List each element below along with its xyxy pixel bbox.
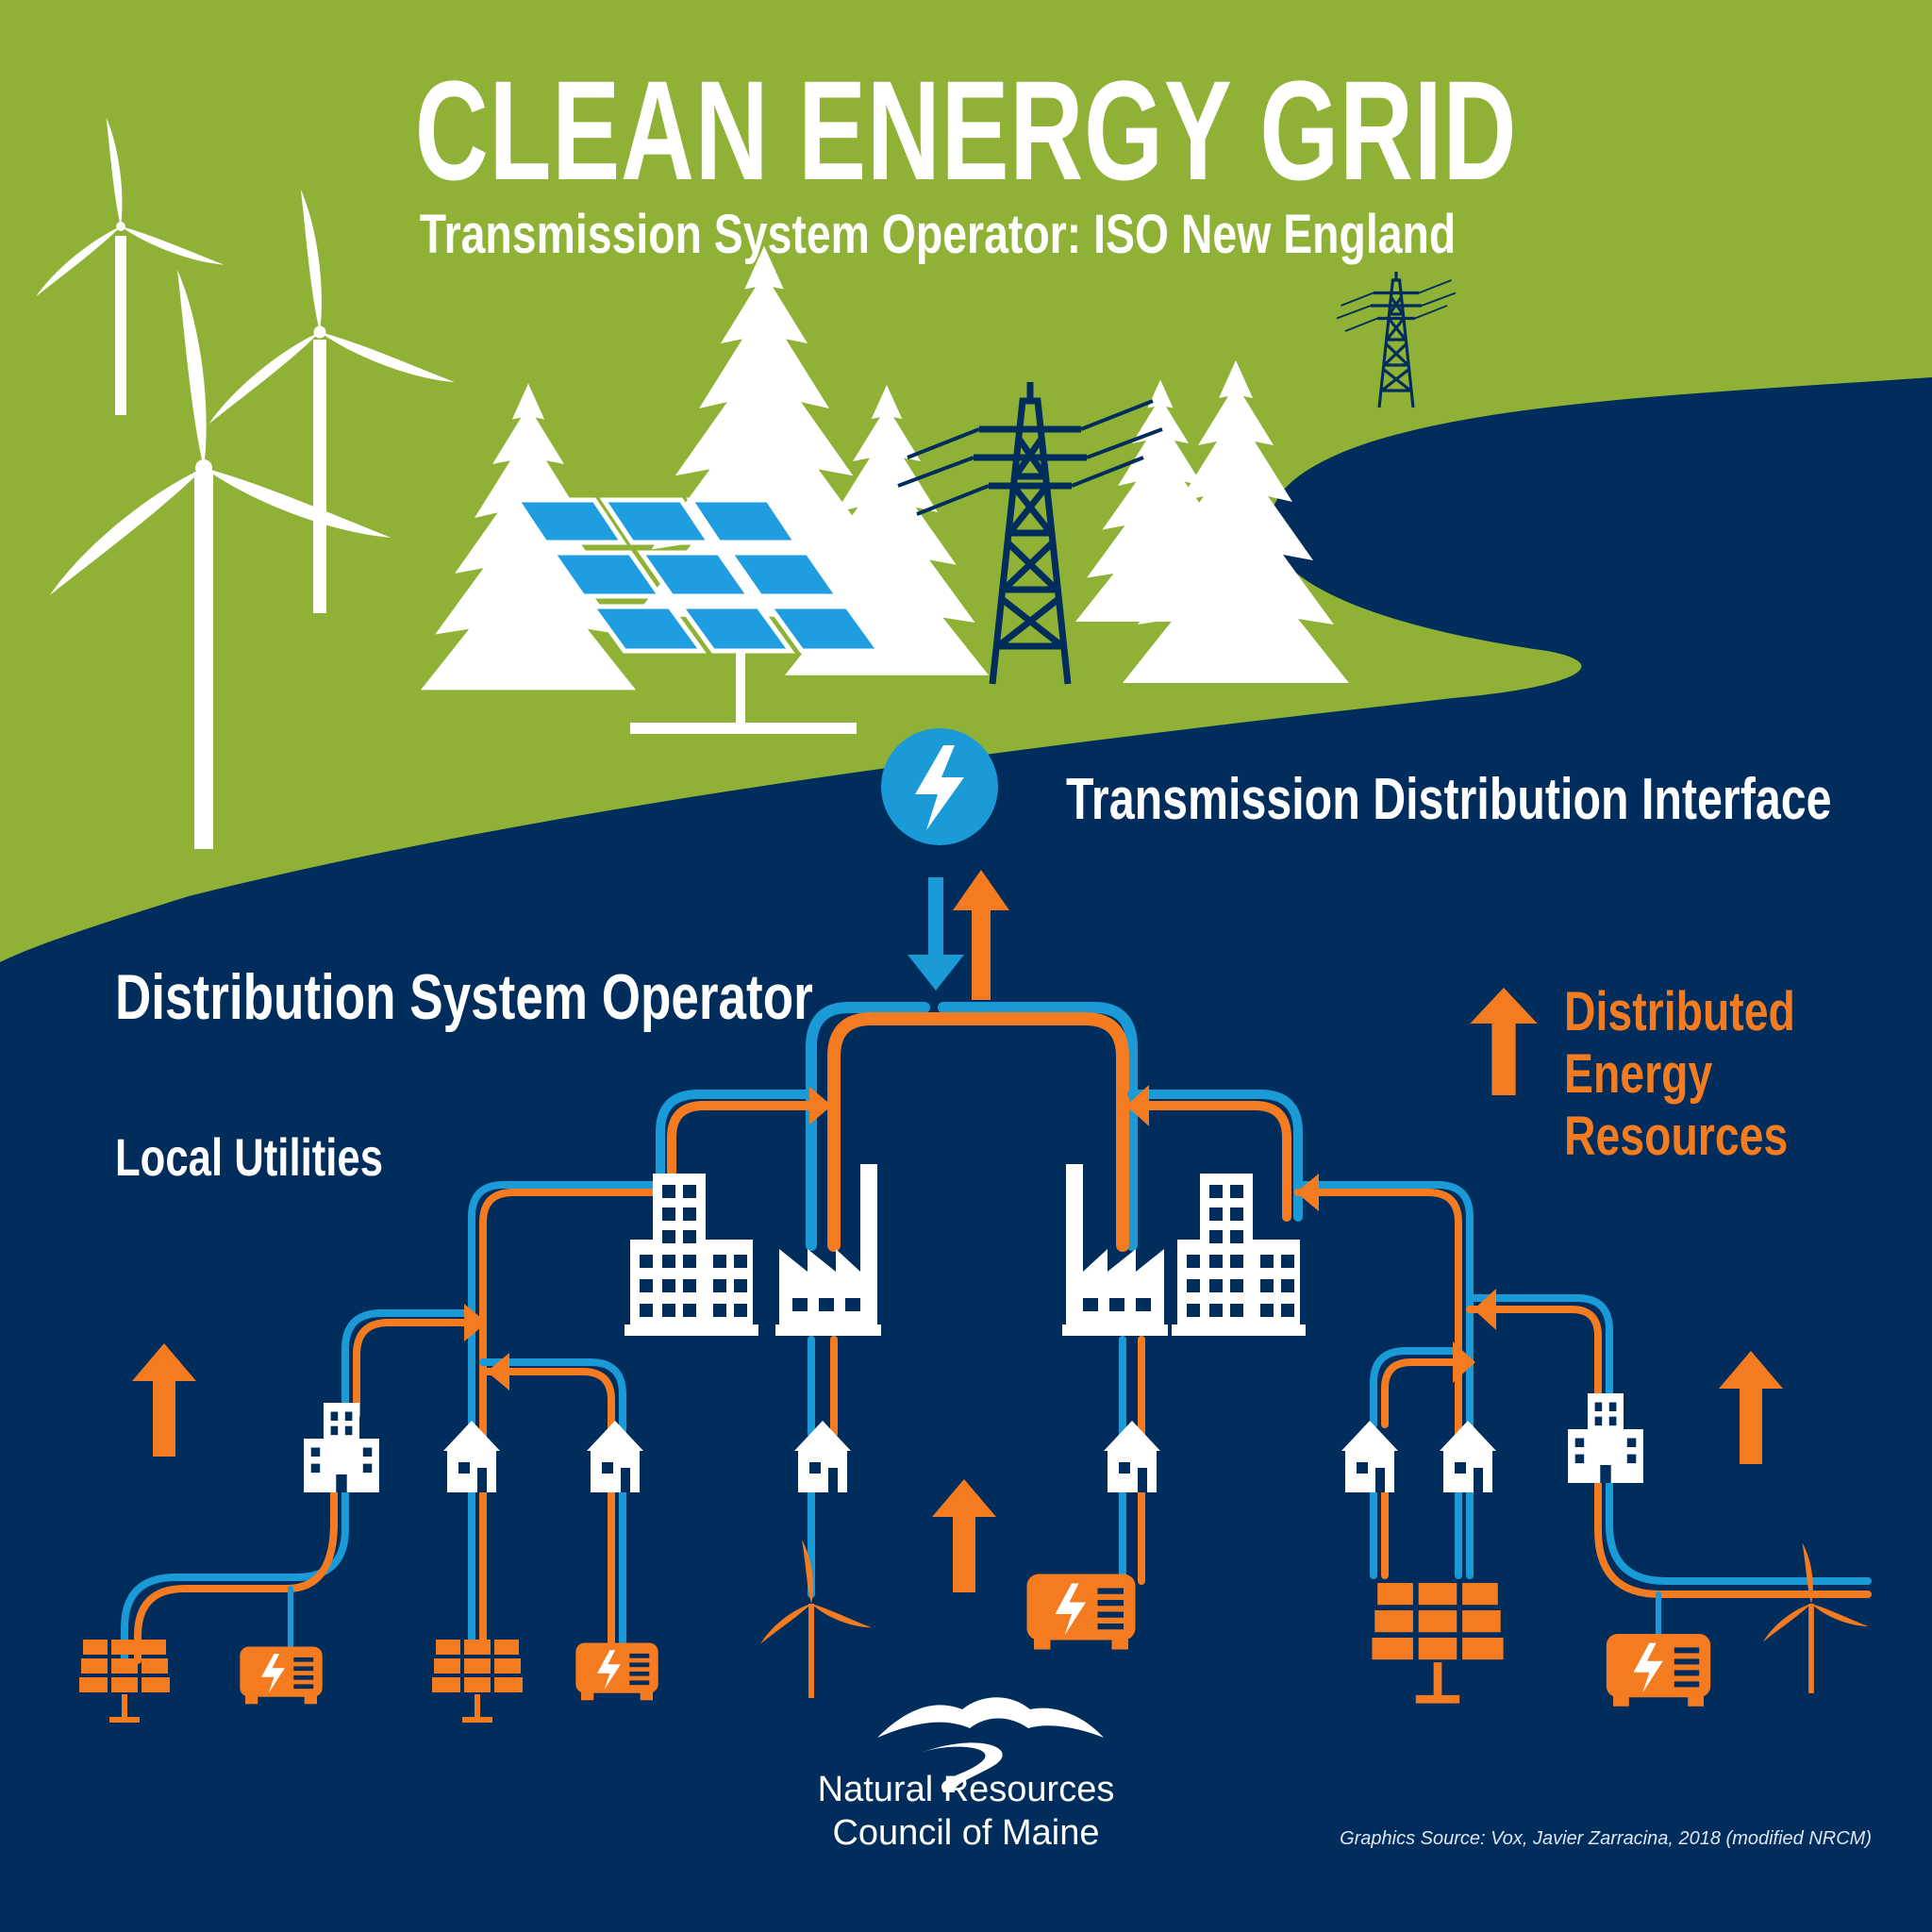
organization-name: Natural Resources Council of Maine (0, 1768, 1932, 1855)
page-title: CLEAN ENERGY GRID (414, 51, 1518, 209)
transmission-distribution-interface-label: Transmission Distribution Interface (1066, 767, 1832, 832)
local-utilities-label: Local Utilities (115, 1127, 383, 1187)
generator-icon (575, 1642, 658, 1701)
generator-icon (1026, 1574, 1136, 1650)
subtitle: Transmission System Operator: ISO New En… (419, 204, 1457, 265)
generator-icon (1606, 1634, 1711, 1707)
nrcm-mountain-logo-icon (877, 1697, 1104, 1792)
up-arrow-icon (953, 870, 1009, 1000)
distribution-lines (121, 1002, 1872, 1664)
down-arrow-icon (908, 877, 964, 991)
lightning-bolt-icon (881, 728, 998, 845)
der-line: Distributed (1564, 981, 1795, 1042)
solar-panel-icon (512, 497, 884, 734)
distribution-system-operator-label: Distribution System Operator (115, 961, 813, 1033)
der-line: Resources (1564, 1106, 1789, 1167)
wind-turbine-icon (34, 270, 391, 849)
source-credit: Graphics Source: Vox, Javier Zarracina, … (1340, 1828, 1872, 1849)
wind-turbine-icon (27, 117, 225, 415)
distributed-energy-resources-label: Distributed Energy Resources (1564, 981, 1795, 1168)
der-line: Energy (1564, 1043, 1713, 1105)
organization-line: Council of Maine (832, 1813, 1100, 1853)
wind-turbine-icon (197, 189, 455, 613)
generator-icon (240, 1646, 323, 1705)
organization-line: Natural Resources (817, 1770, 1115, 1809)
